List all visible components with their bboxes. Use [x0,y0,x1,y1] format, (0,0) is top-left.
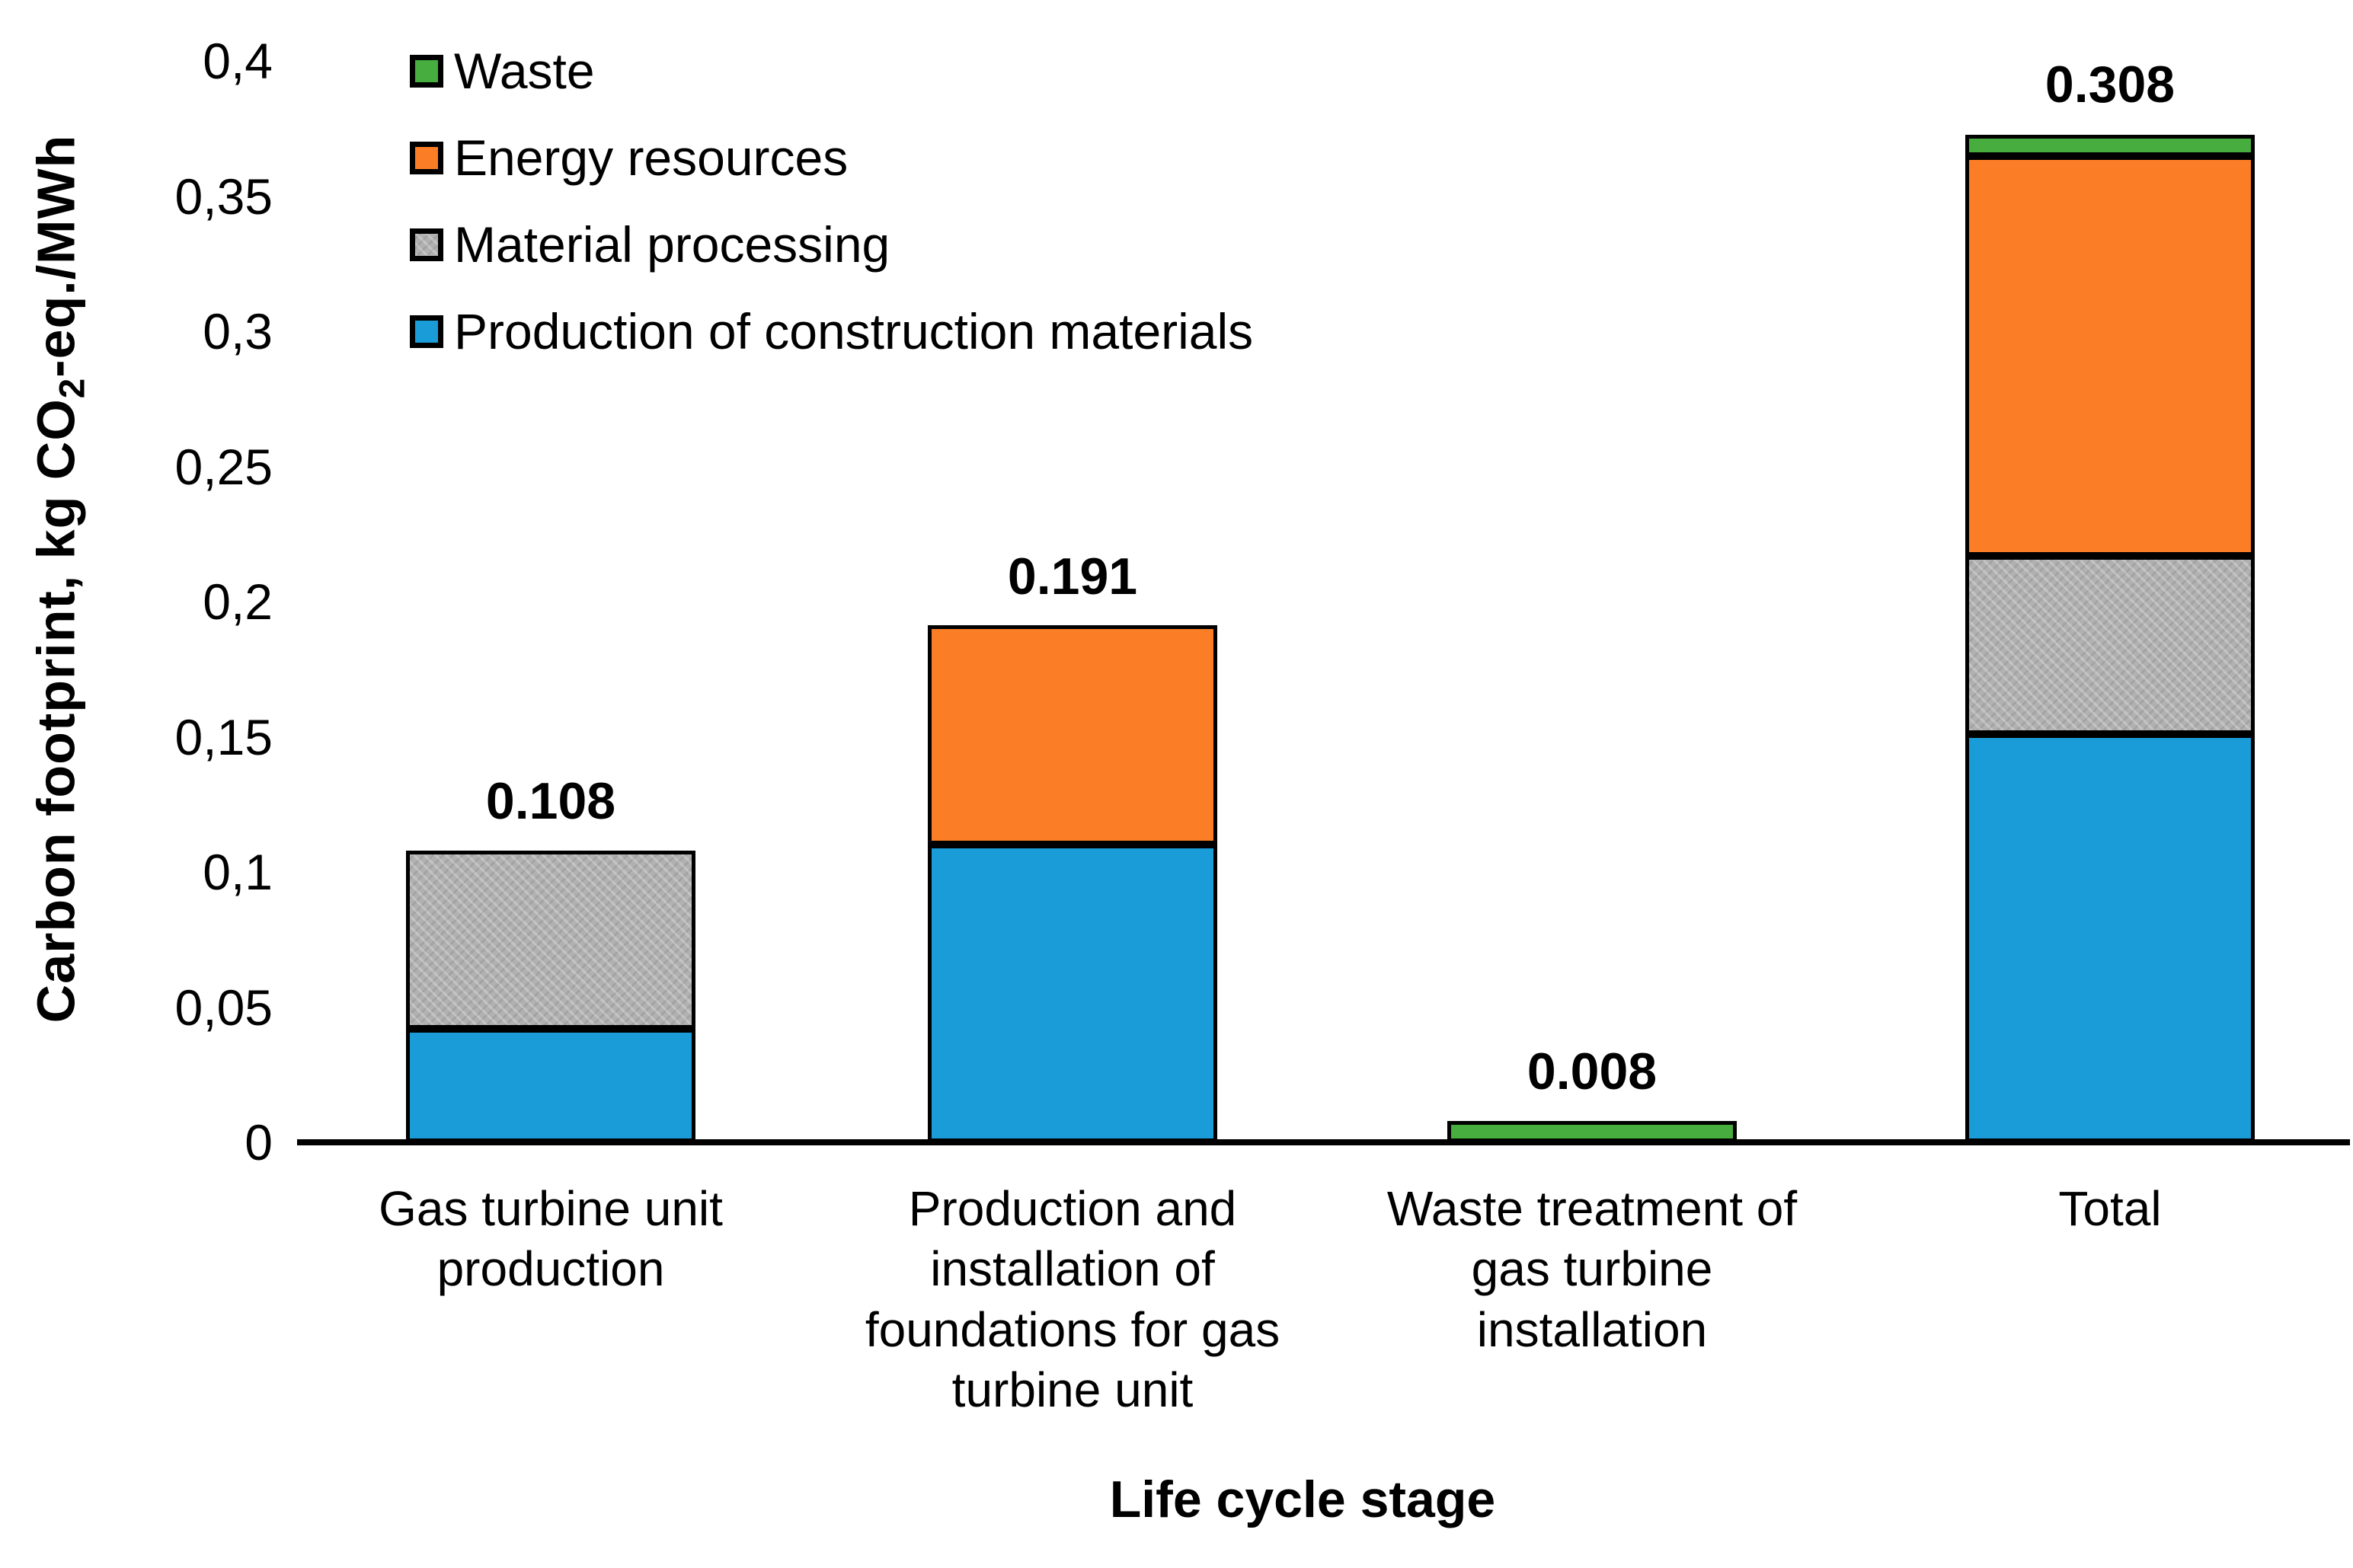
legend-item-processing: Material processing [410,213,1253,276]
bar-4 [1965,135,2255,1142]
legend-swatch-waste [410,54,443,88]
bar-segment-construction [406,1029,695,1142]
category-label: Total [2058,1181,2162,1236]
bar-2 [928,625,1217,1142]
y-axis-title-subscript: 2 [52,377,93,399]
legend-item-energy: Energy resources [410,126,1253,189]
legend-item-construction: Production of construction materials [410,300,1253,362]
y-tick-label: 0,2 [203,573,273,630]
x-axis-line [297,1139,2350,1145]
y-tick-label: 0,3 [203,303,273,359]
legend-item-waste: Waste [410,40,1253,102]
legend-label: Energy resources [454,129,849,186]
bar-segment-energy [928,625,1217,845]
y-tick-label: 0,25 [174,438,273,495]
bar-segment-processing [406,851,695,1029]
bar-segment-energy [1965,156,2255,556]
bar-value-label: 0.191 [1007,547,1138,605]
legend-label: Material processing [454,216,890,273]
y-tick-label: 0 [245,1114,273,1170]
legend-label: Production of construction materials [454,303,1254,359]
bar-value-label: 0.008 [1527,1042,1658,1100]
x-axis-title: Life cycle stage [1109,1471,1496,1528]
bar-1 [406,851,695,1142]
bar-segment-construction [928,845,1217,1142]
bar-segment-waste [1965,135,2255,156]
bar-segment-construction [1965,734,2255,1142]
bar-value-label: 0.308 [2044,55,2176,113]
bar-segment-processing [1965,556,2255,734]
legend-swatch-processing [410,228,443,261]
legend-swatch-construction [410,315,443,348]
legend-label: Waste [454,43,595,99]
y-tick-label: 0,05 [174,979,273,1036]
y-tick-label: 0,1 [203,844,273,900]
bar-value-label: 0.108 [485,771,616,830]
legend-swatch-energy [410,141,443,174]
y-tick-label: 0,15 [174,708,273,765]
y-tick-label: 0,35 [174,168,273,225]
y-tick-label: 0,4 [203,33,273,89]
